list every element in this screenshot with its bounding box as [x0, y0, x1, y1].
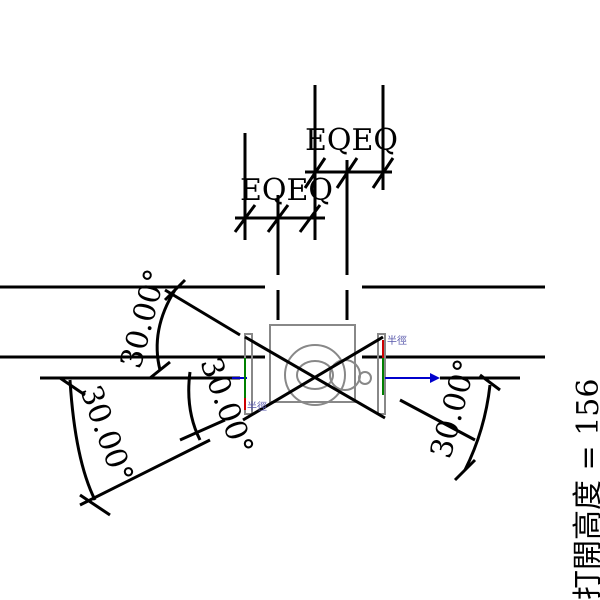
- valve-part: 半徑 半徑: [232, 324, 440, 422]
- radius-label: 半徑: [387, 334, 407, 347]
- eq-dimension-upper: EQEQ: [303, 123, 398, 189]
- opening-height-label: 打開高度 = 156: [571, 379, 600, 600]
- eq-dimension-lower: EQEQ: [233, 173, 333, 233]
- arrow-head-icon: [430, 373, 440, 383]
- angle-dimension-2: 30.00°: [59, 376, 211, 517]
- horizontal-lines: [0, 285, 545, 380]
- angle-dimension-4: 30.00°: [399, 356, 501, 482]
- eq-label: EQEQ: [240, 173, 333, 208]
- eq-label: EQEQ: [305, 123, 398, 158]
- radius-label: 半徑: [247, 400, 267, 413]
